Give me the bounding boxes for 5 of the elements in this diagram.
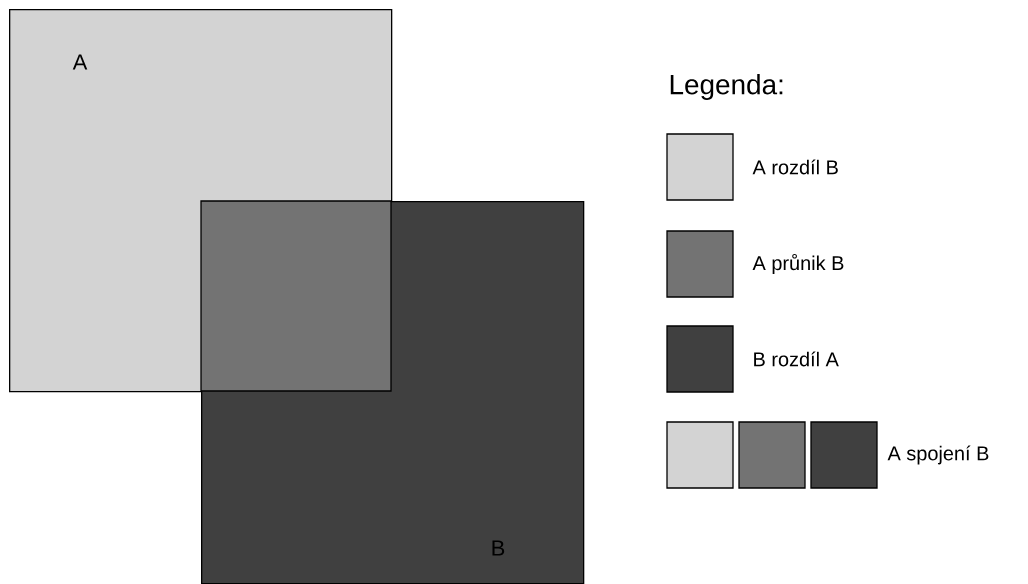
legend-label: A rozdíl B: [752, 159, 838, 175]
legend-label: A průnik B: [752, 253, 844, 275]
legend-title: Legenda:: [670, 74, 783, 100]
legend-label: A spojení B: [887, 445, 989, 465]
legend-label: B rozdíl A: [754, 351, 839, 367]
